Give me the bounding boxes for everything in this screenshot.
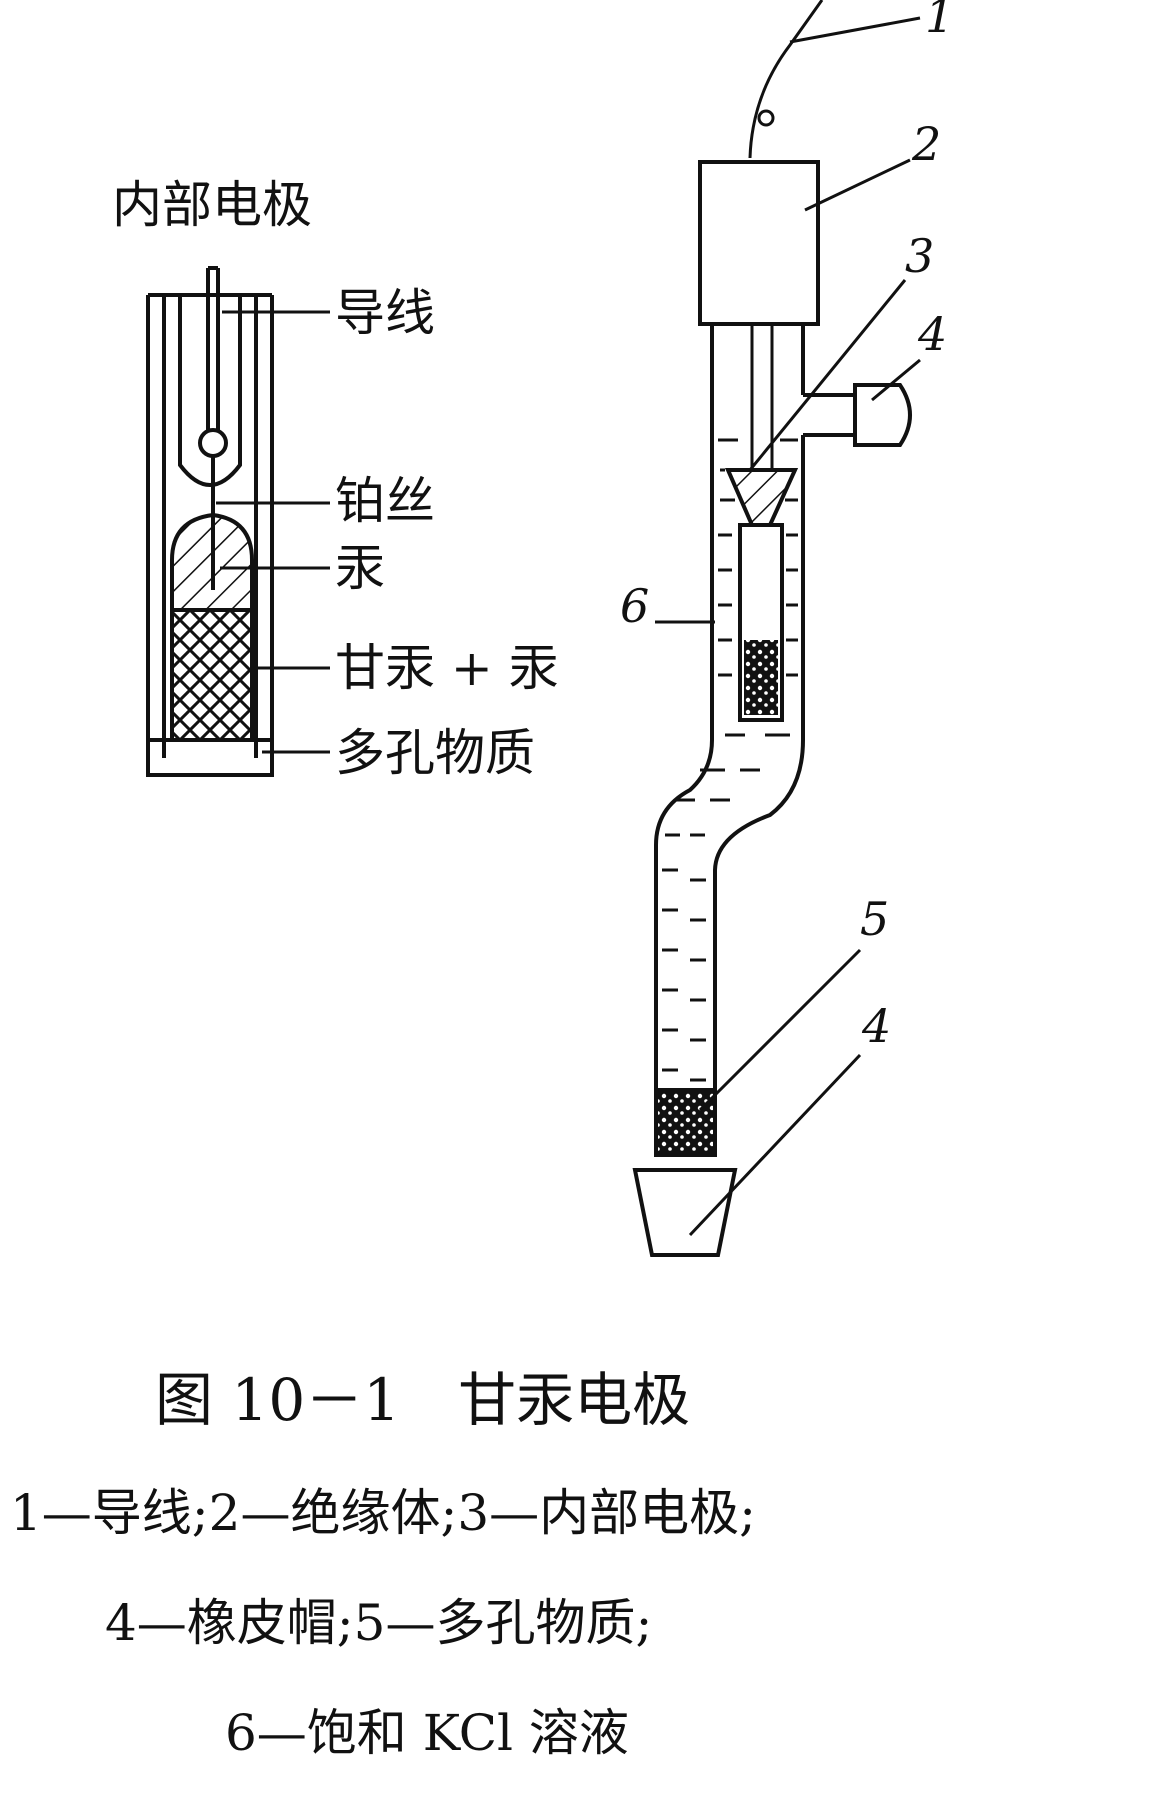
main-electrode-diagram: 1 2 3 4 6 5 4: [620, 0, 954, 1257]
lead-wire: [748, 0, 824, 159]
mercury-layer: [170, 512, 254, 612]
inner-funnel: [724, 468, 799, 527]
callout-4-bottom: 4: [861, 999, 891, 1053]
callout-1: 1: [925, 0, 954, 43]
side-arm: [803, 383, 912, 447]
calomel-paste: [170, 608, 254, 742]
bottom-rubber-cap: [632, 1168, 738, 1257]
inner-leaders: [216, 310, 330, 754]
callout-3: 3: [905, 229, 934, 283]
insulator-block: [698, 160, 820, 326]
inner-tube-porous: [744, 640, 778, 715]
label-calomel-mercury: 甘汞 + 汞: [335, 639, 559, 697]
label-lead-wire: 导线: [335, 284, 435, 342]
caption-line-2: 4—橡皮帽;5—多孔物质;: [105, 1594, 652, 1652]
porous-plug: [654, 1088, 717, 1157]
tube-body: [654, 324, 805, 1155]
label-platinum-wire: 铂丝: [335, 472, 435, 530]
label-mercury: 汞: [335, 539, 385, 597]
inner-electrode-title: 内部电极: [112, 176, 312, 234]
callout-5: 5: [860, 892, 889, 946]
callout-6: 6: [620, 579, 649, 633]
inner-envelope: [178, 266, 242, 487]
callout-4-top: 4: [917, 307, 947, 361]
figure-caption: 图 10－1 甘汞电极 1—导线;2—绝缘体;3—内部电极; 4—橡皮帽;5—多…: [10, 1366, 756, 1762]
label-porous-material: 多孔物质: [335, 724, 535, 782]
inner-rods: [750, 324, 774, 470]
caption-line-3: 6—饱和 KCl 溶液: [225, 1704, 629, 1762]
figure-title: 图 10－1 甘汞电极: [155, 1366, 690, 1434]
main-leaders: [655, 16, 921, 1237]
callout-2: 2: [911, 117, 941, 171]
caption-line-1: 1—导线;2—绝缘体;3—内部电极;: [10, 1484, 756, 1542]
inner-electrode-diagram: 内部电极 导线 铂丝: [112, 176, 559, 782]
kcl-solution-dashes: [662, 438, 798, 1082]
